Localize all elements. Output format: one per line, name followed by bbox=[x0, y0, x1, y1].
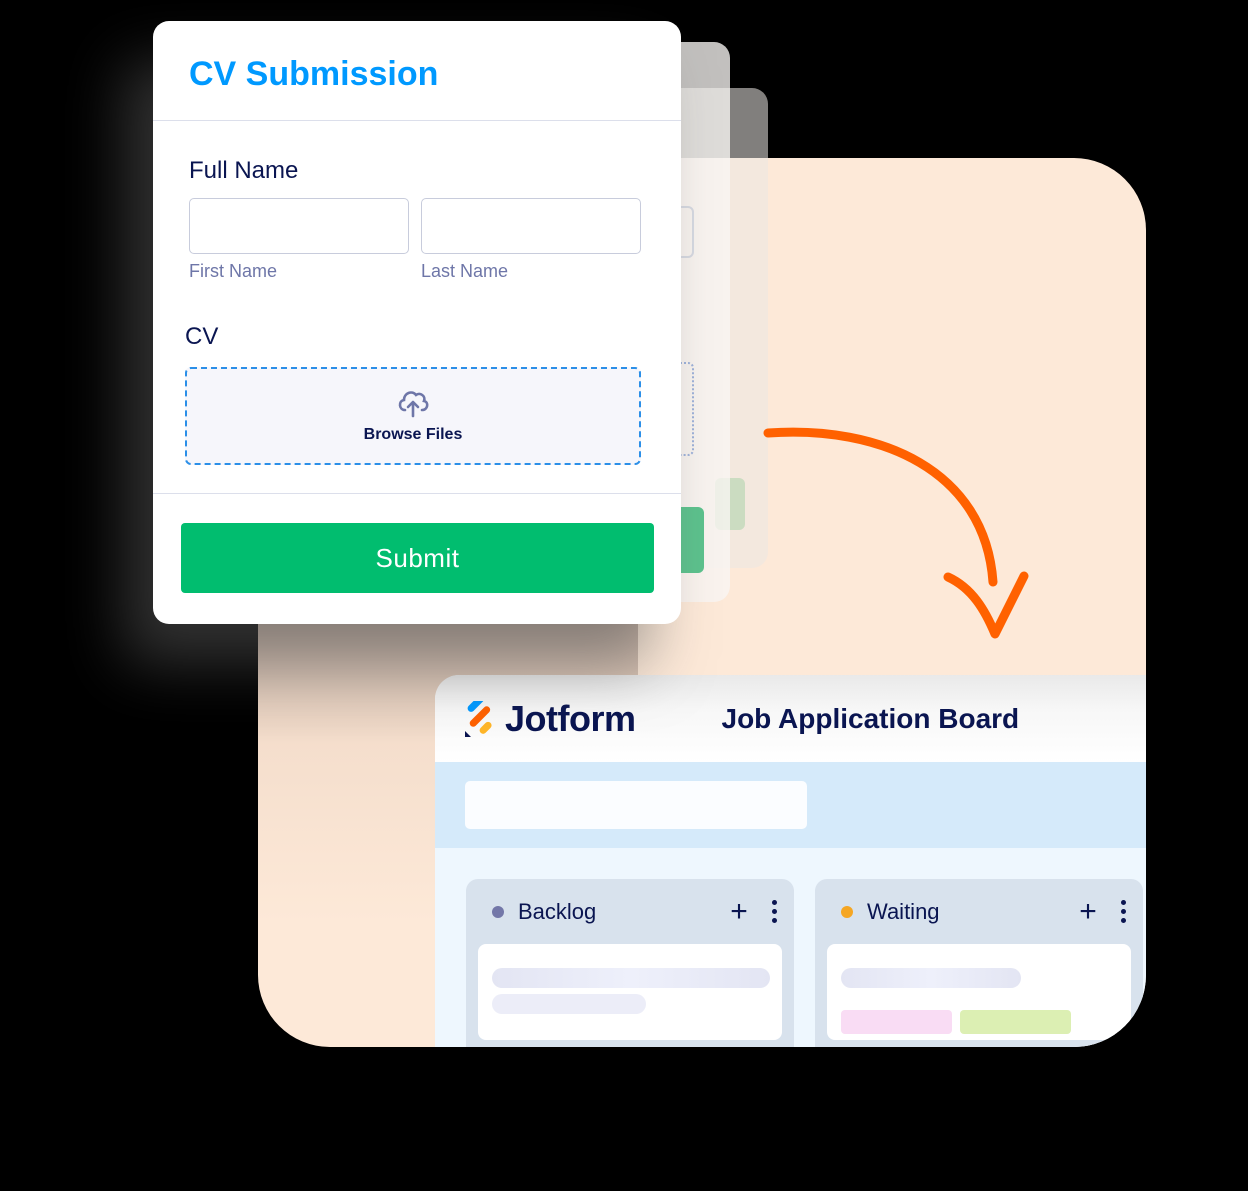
tag-pink bbox=[841, 1010, 952, 1034]
tag-row bbox=[841, 1010, 1117, 1034]
last-name-input[interactable] bbox=[421, 198, 641, 254]
board-title: Job Application Board bbox=[721, 702, 1020, 734]
divider bbox=[153, 120, 681, 121]
more-vertical-icon[interactable] bbox=[770, 900, 778, 923]
board-search-input[interactable] bbox=[465, 781, 807, 829]
board-header: Jotform Job Application Board bbox=[435, 675, 1146, 762]
board-columns: Backlog + Waiting + bbox=[466, 879, 1143, 1047]
jotform-logo-icon bbox=[465, 700, 492, 737]
task-card[interactable] bbox=[478, 944, 782, 1040]
cv-label: CV bbox=[185, 323, 219, 350]
form-title: CV Submission bbox=[189, 55, 439, 93]
placeholder-line bbox=[492, 968, 770, 988]
browse-files-dropzone[interactable]: Browse Files bbox=[185, 367, 641, 465]
status-dot-icon bbox=[841, 905, 853, 918]
placeholder-line bbox=[492, 994, 646, 1014]
submit-button[interactable]: Submit bbox=[181, 523, 654, 593]
full-name-label: Full Name bbox=[189, 157, 299, 184]
first-name-input[interactable] bbox=[189, 198, 409, 254]
board-toolbar bbox=[435, 762, 1146, 848]
plus-icon[interactable]: + bbox=[730, 894, 748, 928]
divider bbox=[153, 493, 681, 494]
column-header: Backlog + bbox=[478, 879, 782, 944]
column-title: Backlog bbox=[518, 898, 597, 924]
task-card[interactable] bbox=[827, 944, 1131, 1040]
cv-submission-form: CV Submission Full Name First Name Last … bbox=[153, 21, 681, 624]
browse-files-label: Browse Files bbox=[363, 426, 463, 443]
status-dot-icon bbox=[492, 905, 504, 918]
column-title: Waiting bbox=[867, 898, 940, 924]
cloud-upload-icon bbox=[398, 391, 429, 418]
column-backlog: Backlog + bbox=[466, 879, 794, 1047]
placeholder-line bbox=[841, 968, 1021, 988]
last-name-sublabel: Last Name bbox=[421, 261, 509, 281]
first-name-sublabel: First Name bbox=[189, 261, 278, 281]
more-vertical-icon[interactable] bbox=[1119, 900, 1127, 923]
column-header: Waiting + bbox=[827, 879, 1131, 944]
plus-icon[interactable]: + bbox=[1079, 894, 1097, 928]
job-application-board: Jotform Job Application Board Backlog + bbox=[435, 675, 1146, 1047]
logo-text: Jotform bbox=[505, 697, 636, 739]
tag-green bbox=[960, 1010, 1071, 1034]
jotform-logo[interactable]: Jotform bbox=[463, 698, 636, 740]
column-waiting: Waiting + bbox=[815, 879, 1143, 1047]
